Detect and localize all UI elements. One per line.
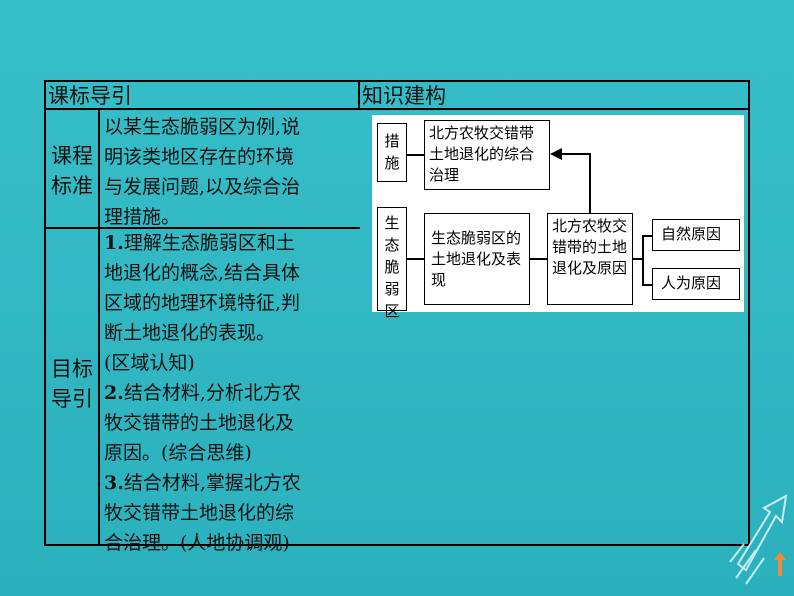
box-human-causes: 人为原因 (652, 268, 740, 300)
text-line: 原因。(综合思维) (104, 438, 360, 468)
text-line: 3.结合材料,掌握北方农 (104, 468, 360, 498)
text-line: 牧交错带的土地退化及 (104, 408, 360, 438)
tag-ecologically-fragile-region: 生态脆弱区 (377, 207, 407, 320)
item-text: 区域的地理环境特征,判 (104, 292, 301, 314)
box-degradation-manifestation: 生态脆弱区的土地退化及表现 (424, 213, 530, 305)
row-label-text: 课程标准 (51, 144, 93, 198)
item-text: 理解生态脆弱区和土 (123, 232, 295, 254)
row-divider (46, 227, 360, 229)
text-line: 区域的地理环境特征,判 (104, 288, 360, 318)
row-label-course-standard: 课程标准 (46, 141, 98, 201)
arrow-left-icon (550, 148, 562, 160)
item-text: (区域认知) (104, 352, 195, 374)
item-number: 1. (104, 232, 124, 254)
item-text: 结合材料,掌握北方农 (123, 472, 301, 494)
course-standard-text: 以某生态脆弱区为例,说 明该类地区存在的环境 与发展问题,以及综合治 理措施。 (104, 112, 360, 232)
text-line: 2.结合材料,分析北方农 (104, 378, 360, 408)
connector-line (642, 235, 644, 284)
box-natural-causes: 自然原因 (652, 219, 740, 251)
item-text: 牧交错带的土地退化及 (104, 412, 295, 434)
content-table: 课标导引 知识建构 课程标准 以某生态脆弱区为例,说 明该类地区存在的环境 与发… (44, 80, 750, 554)
item-text: 结合材料,分析北方农 (123, 382, 301, 404)
text-line: 牧交错带土地退化的综 (104, 498, 360, 528)
text-line: 与发展问题,以及综合治 (104, 176, 301, 198)
connector-line (530, 258, 547, 260)
item-text: 牧交错带土地退化的综 (104, 502, 295, 524)
box-degradation-causes: 北方农牧交错带的土地退化及原因 (547, 213, 633, 305)
item-number: 2. (104, 382, 124, 404)
text-line: 合治理。(人地协调观) (104, 528, 360, 558)
text-line: 地退化的概念,结合具体 (104, 258, 360, 288)
row-label-objective-guide: 目标导引 (46, 354, 98, 414)
text-line: 理措施。 (104, 206, 181, 228)
connector-line (407, 258, 424, 260)
header-knowledge-construction: 知识建构 (360, 82, 750, 110)
item-text: 地退化的概念,结合具体 (104, 262, 301, 284)
item-text: 合治理。(人地协调观) (104, 532, 290, 554)
text-line: (区域认知) (104, 348, 360, 378)
row-label-text: 目标导引 (51, 357, 93, 411)
item-text: 原因。(综合思维) (104, 442, 252, 464)
connector-line (642, 284, 652, 286)
label-column-divider (98, 110, 100, 544)
knowledge-diagram: 措施 生态脆弱区 北方农牧交错带土地退化的综合治理 生态脆弱区的土地退化及表现 … (372, 115, 744, 320)
item-number: 3. (104, 472, 124, 494)
box-comprehensive-governance: 北方农牧交错带土地退化的综合治理 (424, 120, 550, 190)
text-line: 以某生态脆弱区为例,说 (104, 116, 301, 138)
connector-line (407, 154, 424, 156)
tag-measures: 措施 (377, 123, 407, 182)
decorative-arrow-icon (729, 494, 788, 585)
connector-line (633, 258, 643, 260)
text-line: 断土地退化的表现。 (104, 318, 360, 348)
tag-region-text: 生态脆弱区 (384, 214, 400, 320)
item-text: 断土地退化的表现。 (104, 322, 276, 344)
objective-guide-text: 1.理解生态脆弱区和土地退化的概念,结合具体区域的地理环境特征,判断土地退化的表… (104, 228, 360, 558)
connector-line (558, 153, 590, 155)
text-line: 明该类地区存在的环境 (104, 146, 295, 168)
connector-line (589, 153, 591, 213)
tag-measures-text: 措施 (384, 132, 400, 172)
connector-line (642, 235, 652, 237)
text-line: 1.理解生态脆弱区和土 (104, 228, 360, 258)
header-curriculum-guide: 课标导引 (46, 82, 360, 110)
